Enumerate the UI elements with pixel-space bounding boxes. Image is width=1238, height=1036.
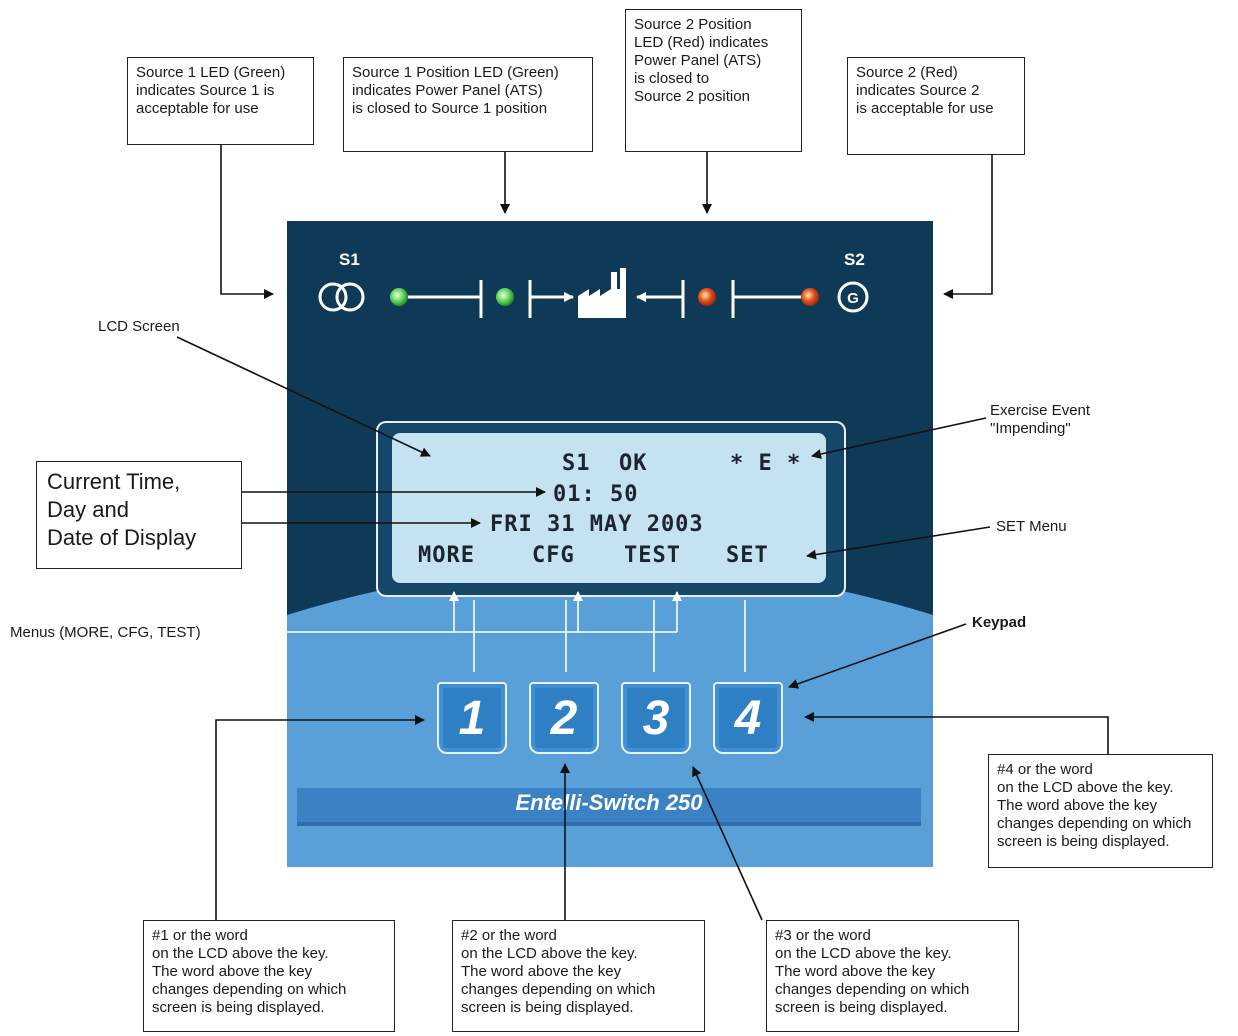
exercise-event-label: Exercise Event "Impending": [990, 402, 1091, 437]
svg-text:G: G: [847, 290, 859, 307]
key-1-button[interactable]: 1: [437, 682, 507, 754]
keypad-label: Keypad: [972, 614, 1027, 631]
set-menu-label: SET Menu: [996, 518, 1067, 535]
source2-led-note: Source 2 (Red) indicates Source 2 is acc…: [847, 57, 1025, 155]
key3-note: #3 or the word on the LCD above the key.…: [766, 920, 1019, 1032]
lcd-screen-label: LCD Screen: [98, 318, 180, 335]
lcd-date: FRI 31 MAY 2003: [490, 512, 704, 537]
source1-led-note: Source 1 LED (Green) indicates Source 1 …: [127, 57, 314, 145]
source2-led-icon: [801, 288, 819, 306]
source2-position-note: Source 2 Position LED (Red) indicates Po…: [625, 9, 802, 152]
lcd-exercise-flag: * E *: [730, 451, 802, 476]
key4-note: #4 or the word on the LCD above the key.…: [988, 754, 1213, 868]
lcd-menu-cfg[interactable]: CFG: [532, 543, 575, 568]
s1-label: S1: [339, 250, 360, 269]
lcd-time: 01: 50: [553, 482, 639, 507]
lcd-menu-test[interactable]: TEST: [624, 543, 681, 568]
lcd-status: S1 OK: [562, 451, 648, 476]
generator-icon: G: [837, 281, 869, 313]
brand-name: Entelli-Switch 250: [515, 790, 703, 815]
menus-label: Menus (MORE, CFG, TEST): [10, 624, 201, 641]
s2-label: S2: [844, 250, 865, 269]
key-2-button[interactable]: 2: [529, 682, 599, 754]
lcd-screen: [392, 433, 826, 583]
key1-note: #1 or the word on the LCD above the key.…: [143, 920, 395, 1032]
source2-position-led-icon: [698, 288, 716, 306]
source1-position-led-icon: [496, 288, 514, 306]
factory-icon: [578, 268, 626, 318]
brand-bar: [297, 788, 921, 826]
key-3-button[interactable]: 3: [621, 682, 691, 754]
key2-note: #2 or the word on the LCD above the key.…: [452, 920, 705, 1032]
lcd-menu-set[interactable]: SET: [726, 543, 769, 568]
source1-led-icon: [390, 288, 408, 306]
key-4-button[interactable]: 4: [713, 682, 783, 754]
source1-position-note: Source 1 Position LED (Green) indicates …: [343, 57, 593, 152]
transformer-icon: [318, 282, 365, 312]
lcd-menu-more[interactable]: MORE: [418, 543, 475, 568]
current-time-note: Current Time, Day and Date of Display: [36, 461, 242, 569]
